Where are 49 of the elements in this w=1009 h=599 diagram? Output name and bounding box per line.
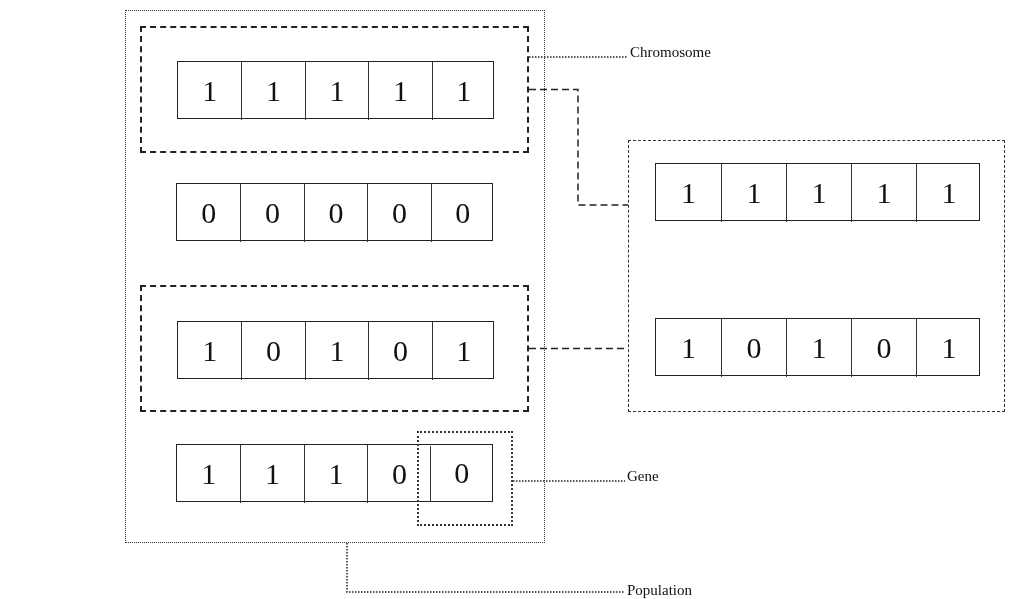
- gene-cell: 1: [241, 62, 305, 120]
- leader-line: [528, 56, 629, 58]
- gene-cell: 1: [240, 445, 304, 503]
- connector-line: [528, 88, 629, 206]
- leader-line: [346, 542, 626, 593]
- chromosome-row: [176, 444, 493, 502]
- gene-cell: 0: [721, 319, 786, 377]
- gene-cell: 1: [431, 322, 495, 380]
- gene-cell: 0: [851, 319, 916, 377]
- gene-cell: 1: [916, 164, 981, 222]
- population-frame: [125, 10, 545, 543]
- gene-cell: 1: [304, 62, 369, 120]
- gene-cell: 1: [178, 62, 242, 120]
- gene-cell: 1: [721, 164, 786, 222]
- gene-cell: 0: [429, 445, 493, 501]
- connector-line: [528, 347, 627, 350]
- gene-cell: 1: [786, 319, 851, 377]
- gene-cell: 1: [177, 445, 241, 503]
- gene-cell: 1: [303, 445, 368, 503]
- gene-cell: 1: [916, 319, 981, 377]
- gene-cell: 1: [304, 322, 369, 380]
- leader-label: Chromosome: [630, 43, 740, 61]
- gene-cell: 0: [303, 184, 368, 242]
- leader-label: Gene: [627, 467, 687, 485]
- chromosome-row: [655, 318, 980, 376]
- gene-cell: 0: [368, 322, 432, 380]
- gene-cell: 0: [367, 445, 431, 503]
- gene-cell: 0: [241, 322, 305, 380]
- gene-highlight: [417, 431, 513, 526]
- gene-cell: 0: [367, 184, 431, 242]
- gene-cell: 0: [430, 184, 494, 242]
- chromosome-row: [655, 163, 980, 221]
- chromosome-row: [177, 61, 494, 119]
- leader-line: [512, 480, 626, 482]
- gene-cell: 1: [786, 164, 851, 222]
- gene-cell: 1: [851, 164, 916, 222]
- selection-panel: [628, 140, 1005, 412]
- chromosome-highlight: [140, 26, 529, 153]
- chromosome-row: [177, 321, 494, 379]
- gene-cell: 1: [656, 164, 721, 222]
- gene-cell: 1: [368, 62, 432, 120]
- gene-cell: 1: [656, 319, 721, 377]
- gene-cell: 1: [178, 322, 242, 380]
- gene-cell: 0: [177, 184, 241, 242]
- leader-label: Population: [627, 581, 717, 599]
- gene-cell: 0: [240, 184, 304, 242]
- gene-cell: 1: [431, 62, 495, 120]
- chromosome-row: [176, 183, 493, 241]
- chromosome-highlight: [140, 285, 529, 412]
